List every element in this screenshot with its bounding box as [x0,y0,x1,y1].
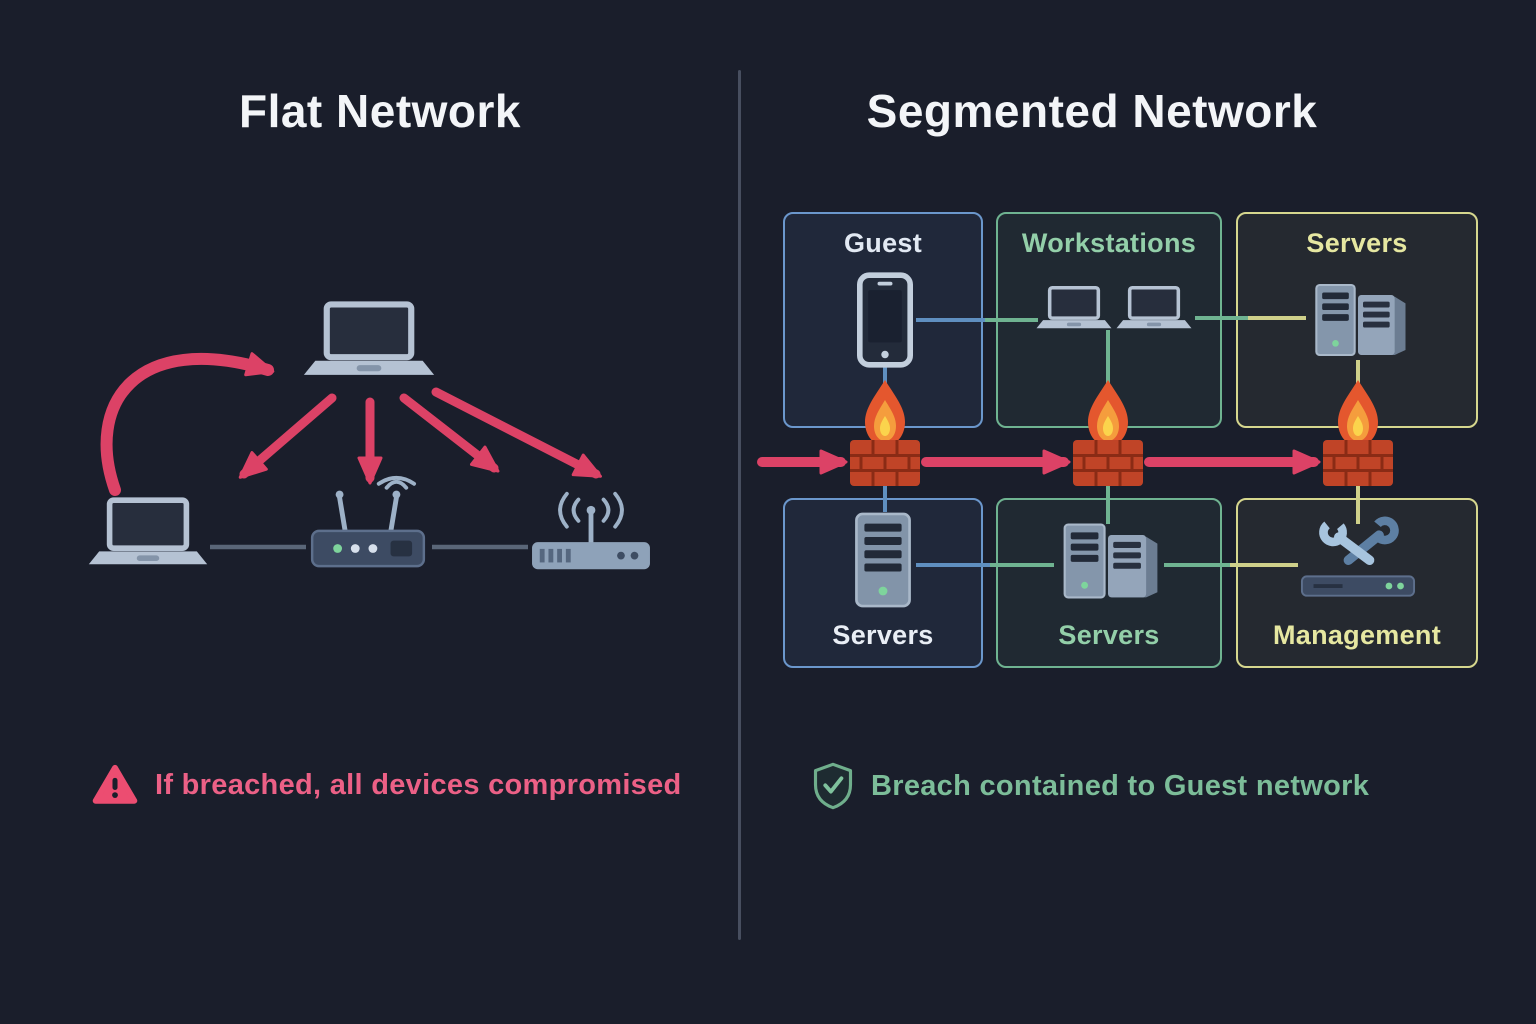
access-point-icon [532,494,650,569]
attack-arrows [100,352,602,496]
attack-arrow [431,387,602,479]
segment-label-servers-bottom-middle: Servers [1058,620,1160,650]
segmented-caption-text: Breach contained to Guest network [871,769,1370,802]
attack-arrow [238,393,337,479]
segment-label-servers-bottom-left: Servers [832,620,934,650]
warning-icon [92,764,138,806]
segment-label-management: Management [1272,620,1442,650]
attack-arrow-curved [100,352,275,496]
segment-box-servers-top: Servers [1236,212,1478,428]
segment-label-servers-top: Servers [1306,228,1408,258]
segment-box-workstations: Workstations [996,212,1222,428]
segmented-network-title: Segmented Network [866,85,1318,137]
flat-network-caption: If breached, all devices compromised [92,764,682,806]
segment-box-servers-bottom-middle: Servers [996,498,1222,668]
segment-label-guest: Guest [843,228,923,258]
laptop-icon [304,304,434,374]
laptop-icon [89,500,207,564]
segment-box-management: Management [1236,498,1478,668]
attack-arrow [399,393,500,473]
flat-network-diagram [89,304,650,569]
flat-caption-text: If breached, all devices compromised [155,768,682,801]
panel-divider [738,70,741,940]
segment-label-workstations: Workstations [1021,228,1197,258]
wireless-router-icon [312,478,424,566]
segment-box-servers-bottom-left: Servers [783,498,983,668]
segmented-network-caption: Breach contained to Guest network [812,762,1369,810]
segment-box-guest: Guest [783,212,983,428]
shield-check-icon [812,762,854,810]
flat-network-title: Flat Network [238,85,522,137]
